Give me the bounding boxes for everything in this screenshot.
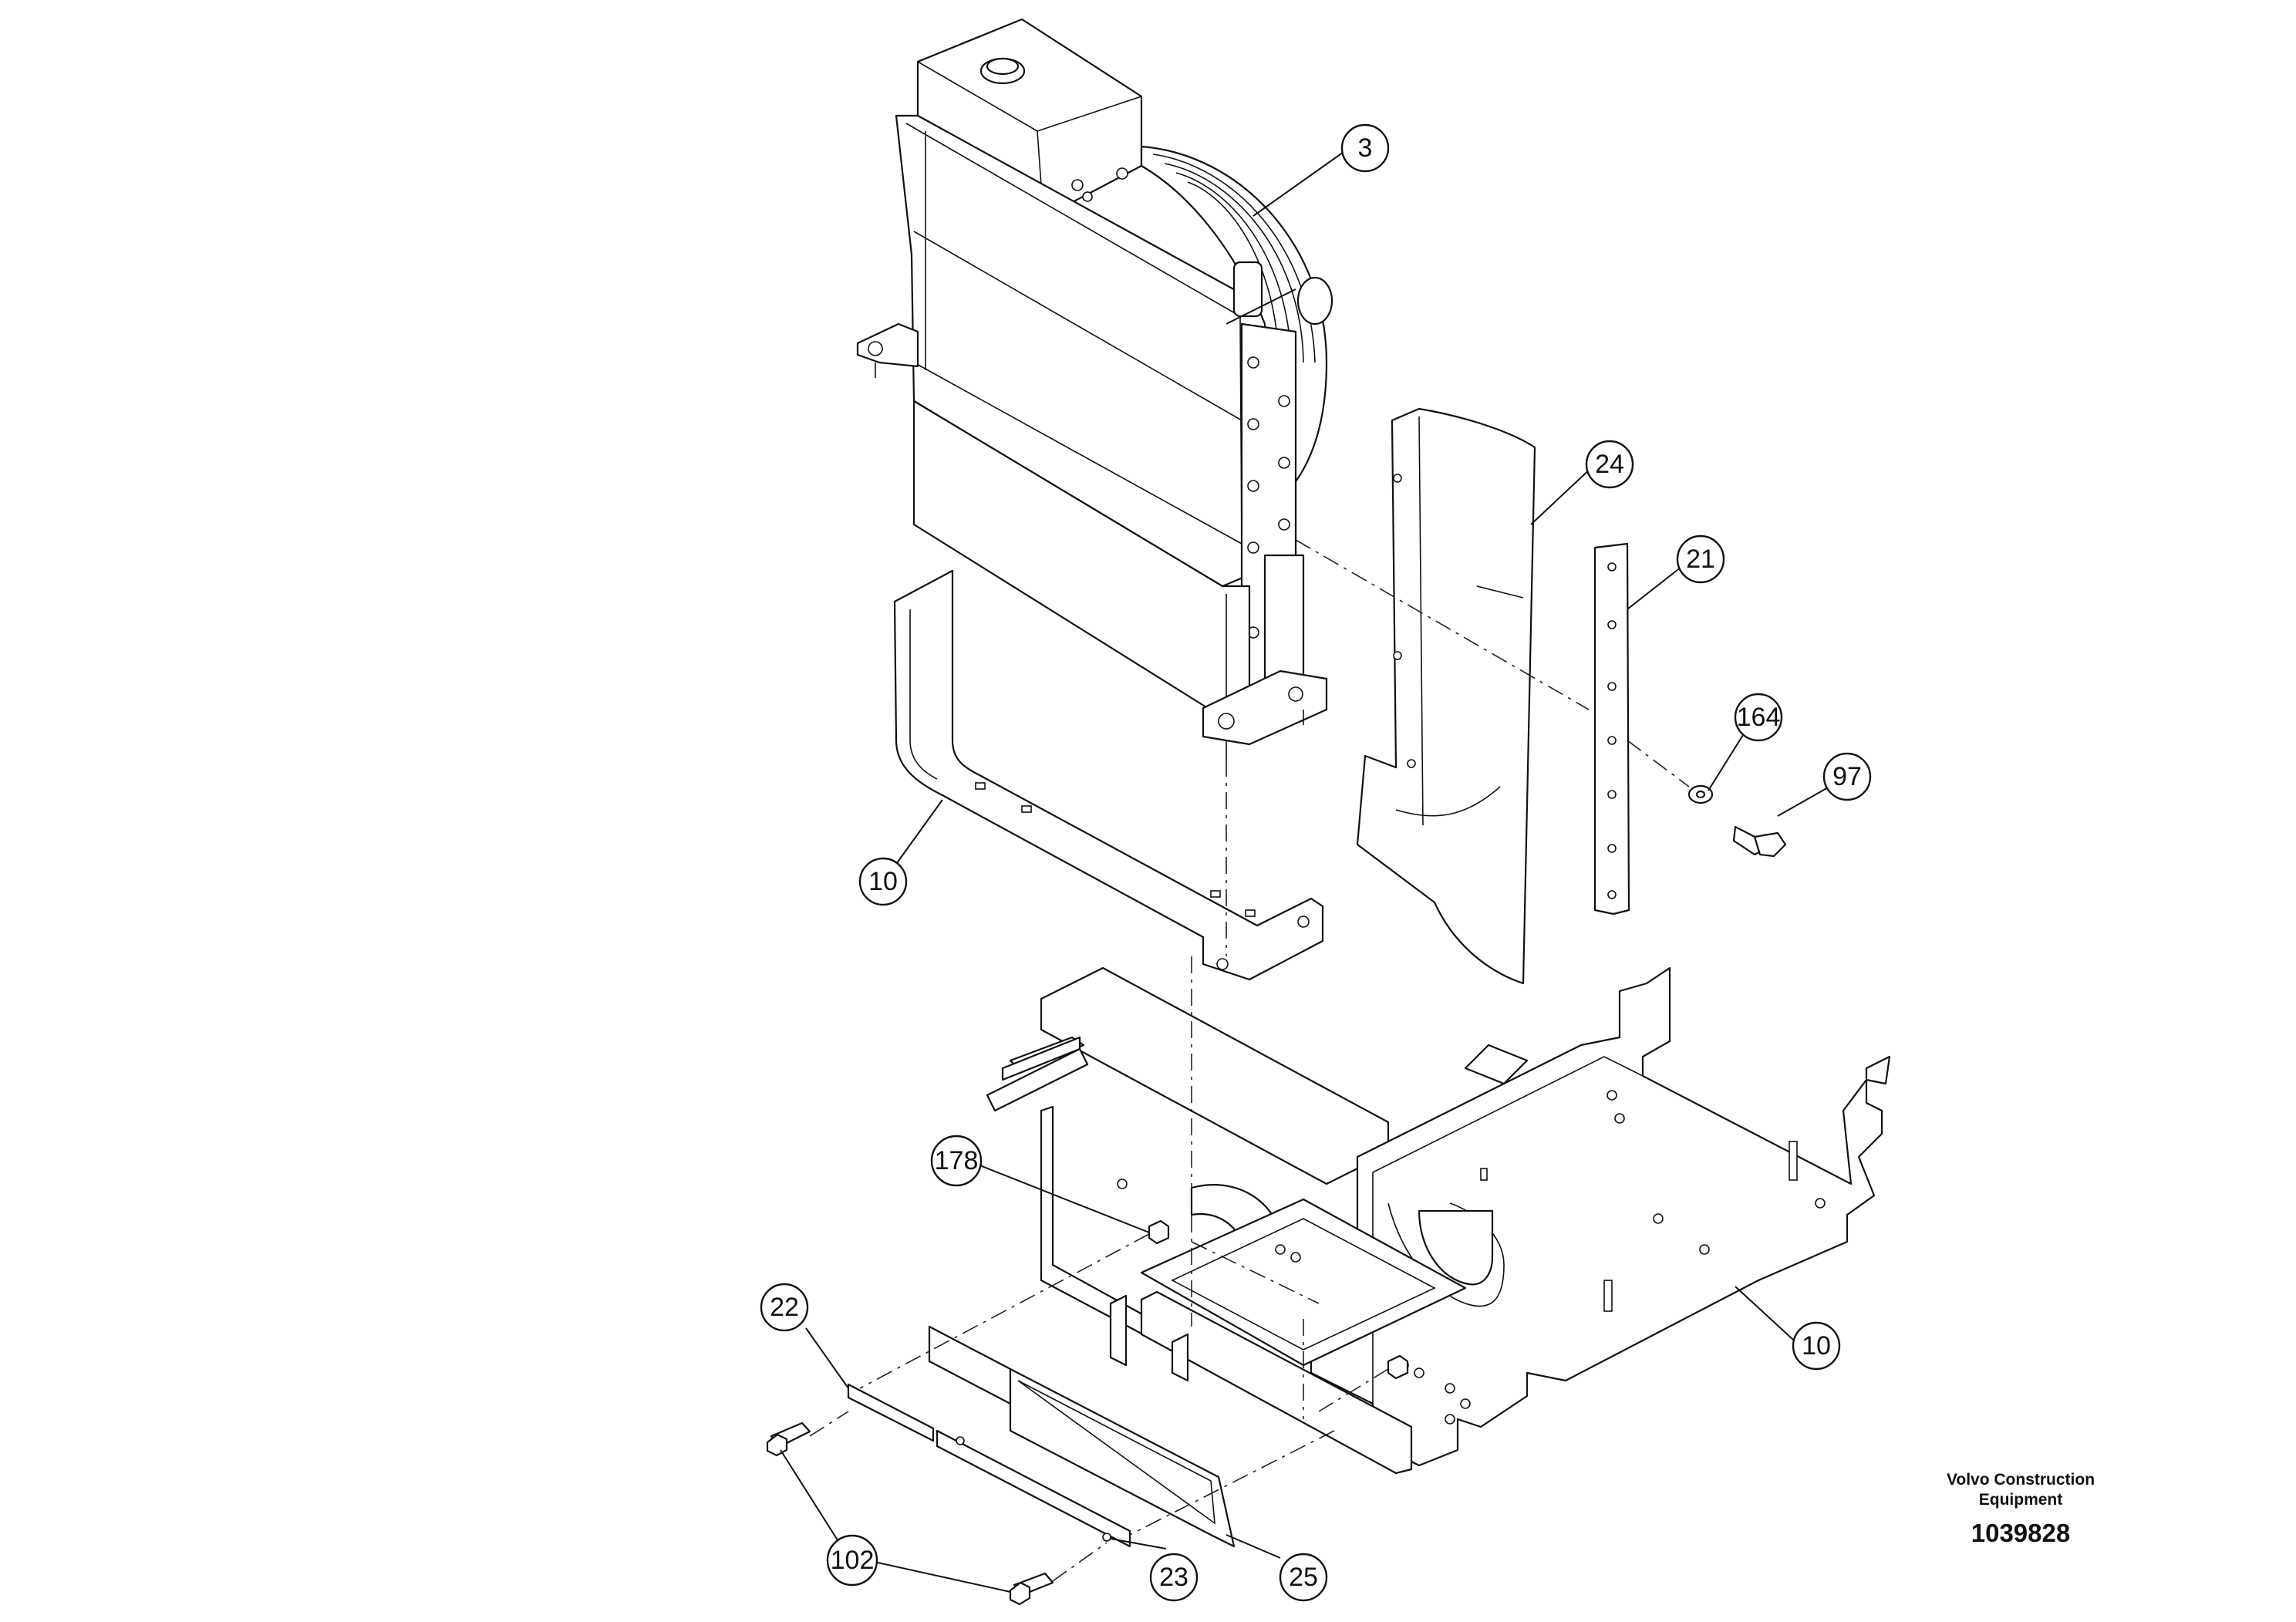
svg-text:25: 25: [1289, 1563, 1318, 1592]
svg-text:3: 3: [1358, 133, 1373, 163]
callout-10-lower: 10: [1792, 1321, 1841, 1371]
bolt-97: [1732, 825, 1787, 858]
callout-24: 24: [1585, 440, 1634, 489]
callout-22: 22: [760, 1283, 809, 1332]
radiator-assembly: [856, 18, 1333, 760]
shroud-panel: [1356, 407, 1536, 985]
svg-text:24: 24: [1595, 450, 1624, 479]
svg-text:178: 178: [935, 1146, 979, 1175]
svg-text:97: 97: [1832, 762, 1862, 791]
brand-block: Volvo Construction Equipment 1039828: [1905, 1470, 2136, 1549]
alignment-lines: [809, 539, 1690, 1582]
leader-lines: [780, 150, 1830, 1593]
bolts-102: [766, 1421, 1054, 1606]
svg-text:22: 22: [770, 1293, 799, 1322]
brand-name-line2: Equipment: [1978, 1491, 2063, 1509]
svg-text:10: 10: [868, 867, 898, 896]
brand-name-line1: Volvo Construction: [1946, 1471, 2095, 1489]
callout-97: 97: [1822, 752, 1872, 801]
svg-text:21: 21: [1686, 545, 1715, 574]
callout-3: 3: [1340, 123, 1390, 173]
lower-plates: [847, 1325, 1236, 1548]
callout-164: 164: [1734, 693, 1783, 742]
drawing-number: 1039828: [1971, 1519, 2071, 1547]
svg-text:164: 164: [1737, 703, 1781, 732]
svg-text:102: 102: [831, 1546, 875, 1575]
callout-25: 25: [1279, 1553, 1328, 1602]
radiator-bracket: [893, 569, 1324, 981]
callout-10-upper: 10: [858, 857, 908, 906]
callout-23: 23: [1149, 1553, 1199, 1602]
mounting-strip: [1593, 542, 1630, 916]
svg-text:10: 10: [1802, 1331, 1831, 1361]
callout-21: 21: [1676, 534, 1725, 584]
washer: [1687, 784, 1714, 804]
callout-102: 102: [826, 1534, 878, 1587]
callout-178: 178: [930, 1135, 983, 1187]
main-frame: [986, 966, 1891, 1475]
svg-text:23: 23: [1159, 1563, 1188, 1592]
